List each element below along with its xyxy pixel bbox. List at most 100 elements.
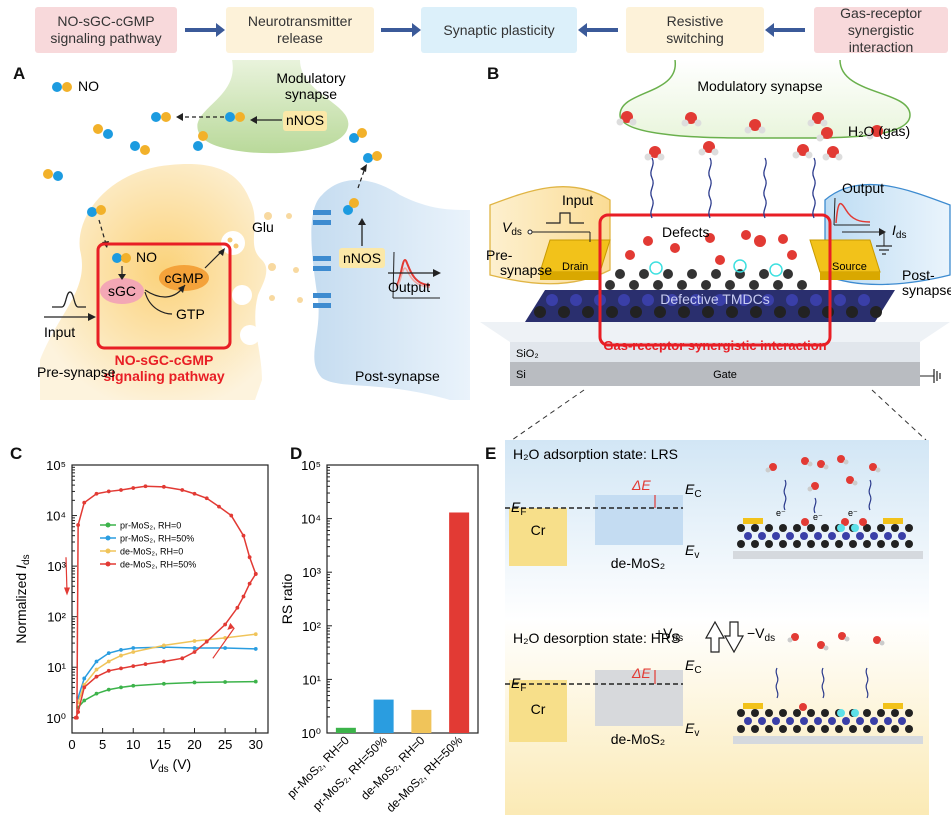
data-point: [192, 639, 197, 643]
data-point: [106, 489, 111, 494]
bar-2: [411, 709, 432, 733]
flow-box-signaling: NO-sGC-cGMP signaling pathway: [35, 7, 177, 53]
data-point: [253, 572, 258, 576]
defective-tmdcs-label: Defective TMDCs: [660, 291, 769, 307]
hrs-title: H₂O desorption state: HRS: [513, 630, 680, 646]
data-point: [131, 646, 136, 650]
data-point: [223, 680, 228, 684]
panel-b-device: Modulatory synapse H₂O (gas) Input Vds D…: [480, 60, 951, 386]
ef-label-lrs: EF: [511, 499, 526, 518]
si-label: Si: [516, 369, 526, 381]
y-tick-label: 10⁰: [46, 711, 66, 726]
plot-frame: [71, 464, 269, 734]
data-point: [119, 666, 123, 671]
x-tick-label: 20: [187, 737, 201, 752]
data-point: [94, 659, 99, 664]
input-label: Input: [44, 324, 75, 340]
sweep-arrowhead-down: [64, 587, 70, 596]
data-point: [192, 646, 197, 650]
data-point: [106, 668, 111, 673]
drain-label: Drain: [562, 261, 588, 273]
panel-label-b: B: [487, 64, 500, 83]
water-molecules: [616, 111, 883, 246]
y-tick-label: 10⁴: [301, 512, 321, 527]
sio2-label: SiO₂: [516, 348, 539, 360]
pre-synapse-label-b: Pre-synapse: [486, 247, 552, 278]
bar-1: [373, 699, 394, 733]
data-point: [223, 646, 228, 650]
modulatory-synapse-label: Modulatory synapse: [697, 78, 823, 94]
flow-box-neurotransmitter: Neurotransmitter release: [226, 7, 374, 53]
data-point: [106, 651, 111, 656]
data-point: [180, 656, 185, 661]
sgc-label: sGC: [108, 283, 136, 299]
data-point: [94, 674, 99, 679]
data-point: [94, 491, 99, 496]
data-point: [131, 486, 136, 490]
data-point: [161, 484, 166, 489]
flow-arrow-1: [185, 23, 225, 37]
glu-label: Glu: [252, 219, 274, 235]
x-tick-label: 15: [157, 737, 171, 752]
data-point: [161, 659, 166, 664]
nnos-label-post: nNOS: [343, 250, 381, 266]
sweep-arrowhead-up: [227, 622, 235, 630]
data-point: [119, 488, 123, 492]
legend-label: de-MoS₂, RH=50%: [120, 560, 196, 570]
ec-label-hrs: EC: [685, 657, 702, 676]
gate-label: Gate: [713, 369, 737, 381]
tmdc-lattice: [525, 235, 895, 322]
series-line-2: [77, 633, 256, 703]
h2o-gas-label: H₂O (gas): [848, 123, 910, 139]
panel-e-band-diagram: H₂O adsorption state: LRS EF EC Ev ΔE Cr…: [505, 440, 929, 815]
data-point: [161, 681, 166, 686]
data-point: [82, 685, 87, 690]
legend-label: pr-MoS₂, RH=50%: [120, 534, 194, 544]
data-point: [119, 648, 123, 652]
y-tick-label: 10¹: [47, 660, 66, 675]
flow-box-resistive: Resistive switching: [626, 7, 764, 53]
y-tick-label: 10⁵: [46, 458, 66, 473]
plot-frame: [326, 464, 479, 734]
gtp-label: GTP: [176, 306, 205, 322]
data-point: [247, 555, 252, 560]
data-point: [217, 504, 221, 509]
data-point: [143, 662, 148, 667]
data-point: [229, 513, 234, 518]
data-point: [143, 484, 148, 489]
cr-label-lrs: Cr: [531, 522, 546, 538]
legend-label: de-MoS₂, RH=0: [120, 547, 183, 557]
gas-receptor-label: Gas-receptor synergistic interaction: [603, 338, 826, 353]
data-point: [253, 647, 258, 651]
nnos-label-top: nNOS: [286, 112, 324, 128]
data-point: [82, 676, 87, 681]
ids-label: Ids: [892, 222, 906, 241]
panel-label-c: C: [10, 444, 23, 463]
panel-label-a: A: [13, 64, 26, 83]
data-point: [253, 679, 258, 684]
data-point: [119, 653, 123, 658]
flow-box-gas-receptor: Gas-receptor synergistic interaction: [814, 5, 948, 55]
bar-3: [449, 512, 470, 733]
sweep-arrow-down: [65, 557, 68, 593]
data-point: [82, 500, 87, 505]
data-point: [76, 523, 81, 527]
legend-marker: [105, 561, 111, 567]
post-synapse-shape: [311, 180, 470, 400]
data-point: [241, 594, 246, 599]
defects-label: Defects: [662, 224, 709, 240]
vds-label: Vds: [502, 219, 522, 238]
x-tick-label: 30: [249, 737, 263, 752]
output-label: Output: [388, 279, 430, 295]
data-point: [192, 650, 197, 654]
data-point: [204, 496, 209, 501]
x-tick-label: 25: [218, 737, 232, 752]
data-point: [192, 680, 197, 685]
data-point: [106, 687, 111, 692]
x-tick-label: 10: [126, 737, 140, 752]
data-point: [192, 491, 197, 496]
panel-label-d: D: [290, 444, 303, 463]
data-point: [161, 643, 166, 648]
